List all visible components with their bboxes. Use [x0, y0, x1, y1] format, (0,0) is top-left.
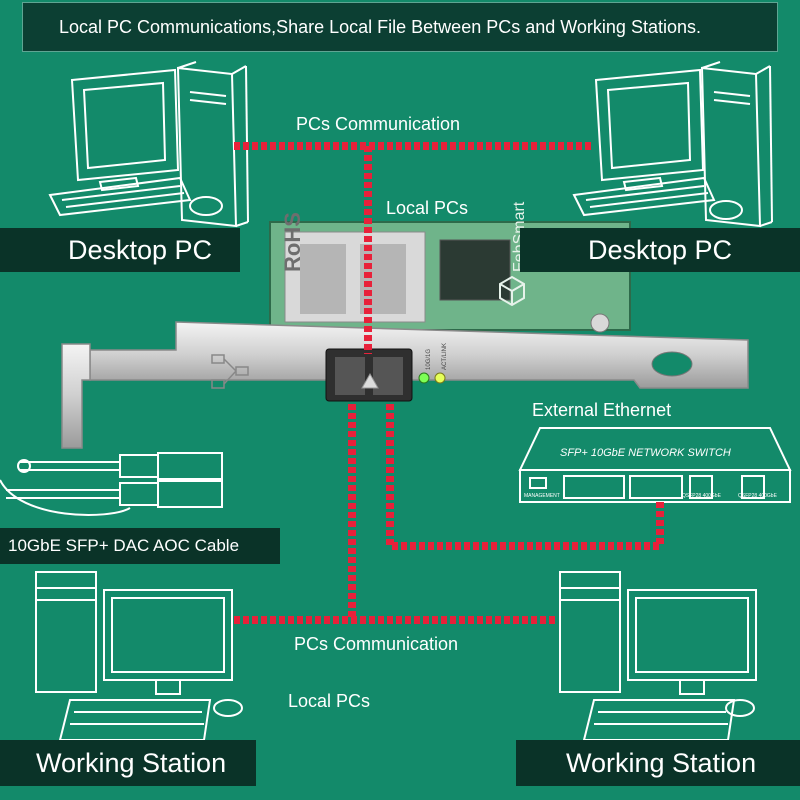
desktop-pc-left-text: Desktop PC — [68, 234, 213, 265]
working-station-left-icon — [35, 571, 243, 741]
cable-label-text: 10GbE SFP+ DAC AOC Cable — [8, 536, 240, 555]
nic-bracket — [61, 313, 749, 449]
pcs-communication-top: PCs Communication — [296, 114, 461, 134]
local-pcs-top: Local PCs — [386, 198, 469, 218]
cube-logo-icon — [499, 275, 525, 307]
desktop-pc-left-label: Desktop PC — [0, 228, 240, 272]
led-label-a: 10G/1G — [426, 349, 432, 370]
network-switch-icon — [518, 427, 792, 503]
pcs-communication-bottom: PCs Communication — [294, 634, 459, 654]
switch-qsfp-b: QSFP28 400GbE — [738, 493, 778, 499]
network-icon — [211, 354, 249, 389]
switch-mgmt-label: MANAGEMENT — [524, 493, 560, 499]
eject-arrow-icon — [361, 372, 379, 389]
cable-label: 10GbE SFP+ DAC AOC Cable — [0, 528, 280, 564]
rohs-mark: RoHS — [280, 212, 305, 272]
desktop-pc-right-label: Desktop PC — [520, 228, 800, 272]
desktop-pc-right-icon — [572, 61, 773, 228]
header-title: Local PC Communications,Share Local File… — [59, 16, 701, 37]
bottom-drop-link-b — [386, 404, 664, 550]
working-station-left-text: Working Station — [36, 747, 227, 778]
nic-card-pcb — [269, 221, 631, 331]
switch-qsfp-a: QSFP28 400GbE — [682, 493, 722, 499]
desktop-pc-right-text: Desktop PC — [588, 234, 733, 265]
working-station-left-label: Working Station — [0, 740, 256, 786]
act-led-yellow — [434, 372, 446, 384]
dac-cable-icon — [0, 452, 223, 516]
link-led-green — [418, 372, 430, 384]
working-station-right-text: Working Station — [566, 747, 757, 778]
desktop-pc-left-icon — [48, 61, 249, 228]
working-station-right-icon — [559, 571, 757, 741]
switch-title: SFP+ 10GbE NETWORK SWITCH — [560, 447, 731, 459]
led-label-b: ACT/LINK — [442, 343, 448, 370]
working-station-right-label: Working Station — [516, 740, 800, 786]
header-banner: Local PC Communications,Share Local File… — [22, 2, 778, 52]
local-pcs-bottom: Local PCs — [288, 691, 371, 711]
external-ethernet-label: External Ethernet — [532, 400, 672, 420]
link-lines — [234, 142, 664, 624]
